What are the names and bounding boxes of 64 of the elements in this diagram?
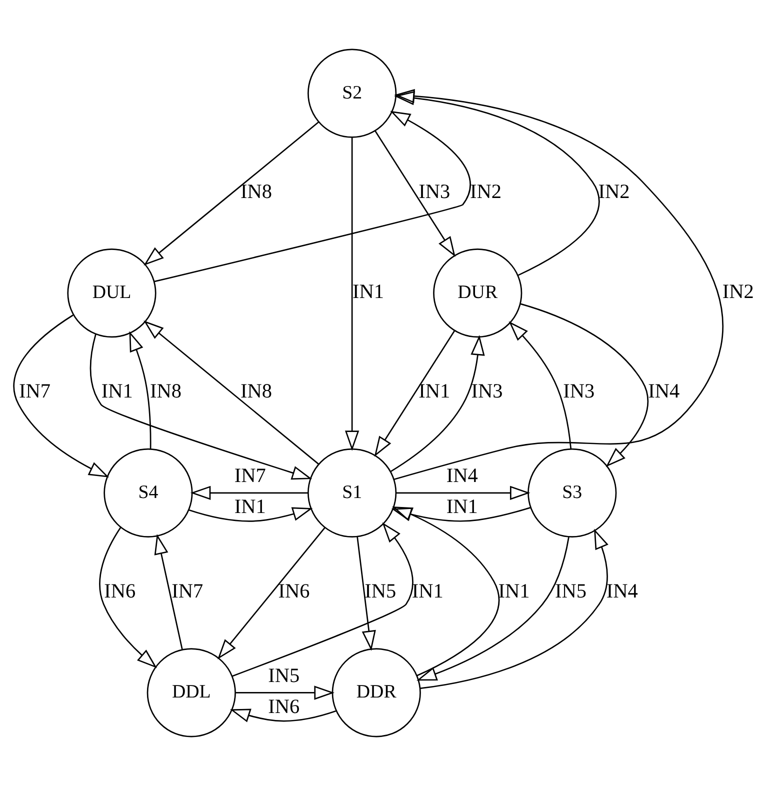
- arrow: [392, 506, 500, 676]
- node-circle: S3: [528, 448, 617, 537]
- edge-label: IN7: [234, 464, 266, 487]
- edge-label: IN3: [418, 180, 450, 202]
- edge-label: IN2: [722, 280, 754, 302]
- node-circle: DDL: [146, 648, 236, 737]
- arrow: [374, 330, 456, 456]
- arrow: [90, 334, 312, 480]
- arrow: [13, 314, 110, 477]
- node-circle: S4: [104, 448, 193, 537]
- edge-label: IN1: [101, 380, 133, 402]
- arrow: [144, 121, 320, 266]
- arrow: [188, 506, 313, 522]
- arrow: [391, 506, 531, 522]
- edge-label: IN8: [150, 380, 182, 402]
- edge-label: IN5: [268, 664, 300, 686]
- arrow: [218, 526, 326, 659]
- edge-label: IN8: [240, 180, 272, 202]
- edge-label: IN6: [268, 695, 300, 718]
- arrow: [230, 708, 336, 722]
- arrow: [508, 320, 572, 448]
- edge-label: IN1: [234, 496, 266, 518]
- edge-label: IN2: [598, 180, 630, 202]
- edge-label: IN6: [278, 580, 310, 602]
- arrow: [129, 330, 152, 448]
- node-circle: DUL: [67, 248, 156, 338]
- edge-label: IN4: [606, 580, 638, 602]
- edge-label: IN2: [470, 180, 502, 202]
- arrow: [154, 110, 471, 282]
- node-circle: S1: [308, 448, 397, 537]
- edge-label: IN6: [104, 580, 136, 602]
- edge-label: IN5: [364, 580, 396, 602]
- arrow: [394, 90, 600, 276]
- arrow: [390, 334, 485, 472]
- node-circle: DDR: [332, 648, 421, 737]
- node-circle: DUR: [433, 248, 522, 338]
- edge-label: IN1: [446, 496, 478, 518]
- edge-label: IN1: [412, 580, 444, 602]
- arrow: [154, 534, 183, 650]
- arrow: [420, 528, 608, 689]
- edge-label: IN3: [471, 380, 503, 402]
- node-circle: S2: [308, 48, 397, 138]
- arrow: [396, 485, 530, 500]
- arrow: [356, 536, 376, 650]
- arrow: [99, 526, 157, 668]
- edge-label: IN4: [648, 380, 680, 402]
- edge-label: IN3: [563, 380, 595, 402]
- edge-label: IN4: [446, 464, 478, 487]
- arrow: [232, 522, 414, 676]
- edge-label: IN5: [555, 580, 587, 602]
- arrow: [344, 136, 360, 450]
- arrow: [416, 536, 570, 680]
- edge-label: IN1: [352, 280, 384, 302]
- edge-label: IN7: [19, 380, 51, 402]
- edge-label: IN1: [418, 380, 450, 402]
- arrow: [190, 485, 308, 500]
- edge-label: IN7: [172, 580, 204, 602]
- edge-label: IN8: [240, 380, 272, 402]
- arrow: [520, 302, 649, 466]
- arrow: [144, 320, 319, 464]
- arrow: [374, 130, 456, 256]
- edge-label: IN1: [498, 580, 530, 602]
- arrow: [236, 685, 334, 700]
- arrow: [394, 88, 724, 480]
